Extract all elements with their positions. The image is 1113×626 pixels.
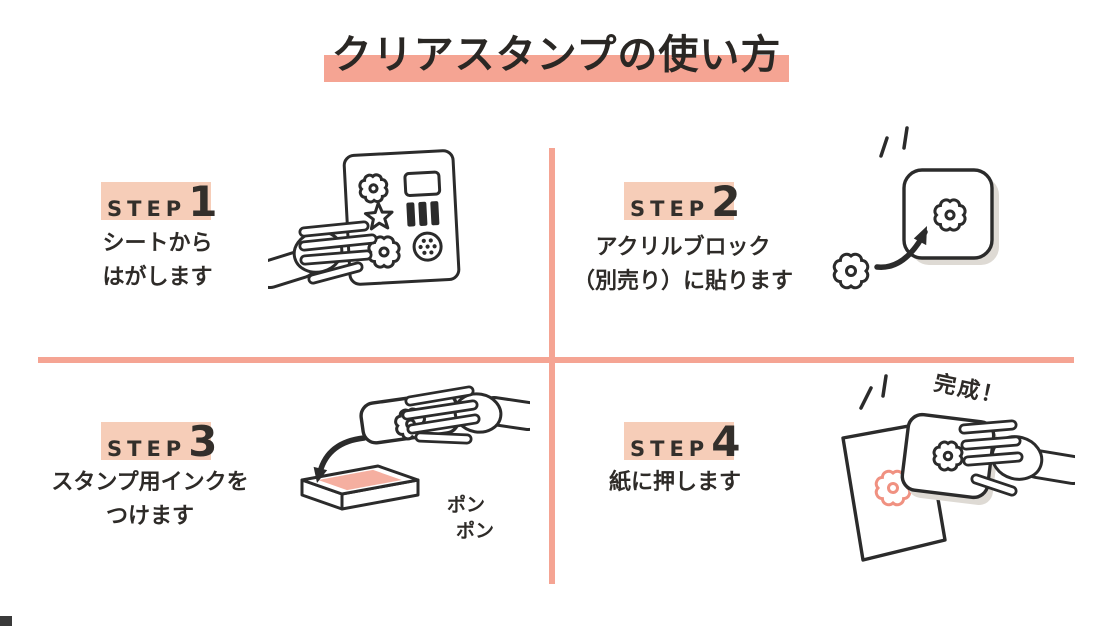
dotted-circle-stamp-icon (412, 231, 443, 262)
arrow-icon (874, 226, 928, 270)
ink-pad-icon (300, 464, 420, 511)
sound-effect-pon-1: ポン (447, 494, 486, 516)
corner-mark (0, 616, 12, 626)
step4-label: STEP 4 (624, 417, 741, 466)
step4-label-number: 4 (711, 417, 741, 466)
hand-icon (401, 385, 530, 445)
step2-label-number: 2 (711, 177, 741, 226)
page-title: クリアスタンプの使い方 (331, 32, 782, 78)
acrylic-block-icon (902, 168, 999, 265)
sparkle-icon (879, 126, 909, 158)
frame-stamp-icon (403, 170, 442, 198)
sparkle-icon (859, 374, 888, 410)
step4-text: 紙に押します (545, 466, 805, 500)
step4-illustration (841, 374, 1075, 562)
step3-label: STEP 3 (101, 417, 218, 466)
ink-surface (318, 469, 402, 491)
step3-illustration (300, 385, 530, 511)
step2-illustration (825, 126, 999, 305)
step2-label: STEP 2 (624, 177, 741, 226)
step3-text-line2: つけます (105, 504, 194, 529)
step1-text-line2: はがします (102, 265, 213, 290)
hand-icon (958, 419, 1075, 497)
bars-stamp-icon (406, 201, 440, 227)
divider-horizontal (38, 357, 1074, 363)
title-highlight (323, 55, 790, 82)
step2-label-bg (624, 182, 734, 220)
step1-label-word: STEP (107, 197, 187, 221)
star-stamp-icon (363, 201, 394, 231)
step2-text-line1: アクリルブロック (595, 235, 771, 260)
step3-label-word: STEP (107, 437, 187, 461)
flower-stamp-icon (357, 172, 390, 205)
step2-text-line2: （別売り）に貼ります (572, 269, 793, 294)
step4-label-word: STEP (630, 437, 710, 461)
flower-stamp-icon (932, 440, 964, 472)
divider-vertical (549, 148, 555, 584)
step1-text: シートから はがします (40, 227, 275, 295)
step1-illustration (268, 149, 461, 289)
step3-label-number: 3 (188, 417, 218, 466)
step2-text: アクリルブロック （別売り）に貼ります (553, 231, 813, 299)
step1-label-number: 1 (188, 177, 218, 226)
step3-text-line1: スタンプ用インクを (51, 470, 249, 495)
sound-effect-pon-2: ポン (456, 520, 495, 542)
title-block: クリアスタンプの使い方 (323, 22, 790, 82)
step3-label-bg (101, 422, 211, 460)
step3-text: スタンプ用インクを つけます (20, 466, 280, 534)
step1-label-bg (101, 182, 211, 220)
step4-label-bg (624, 422, 734, 460)
hand-icon (268, 220, 378, 289)
step2-label-word: STEP (630, 197, 710, 221)
loose-flower-stamp-icon (834, 254, 867, 287)
step1-label: STEP 1 (101, 177, 218, 226)
arrow-icon (313, 435, 367, 483)
step4-text-line1: 紙に押します (608, 470, 741, 495)
title-row: クリアスタンプの使い方 (0, 22, 1113, 82)
step1-text-line1: シートから (102, 231, 213, 256)
flower-stamp-icon (935, 200, 965, 230)
